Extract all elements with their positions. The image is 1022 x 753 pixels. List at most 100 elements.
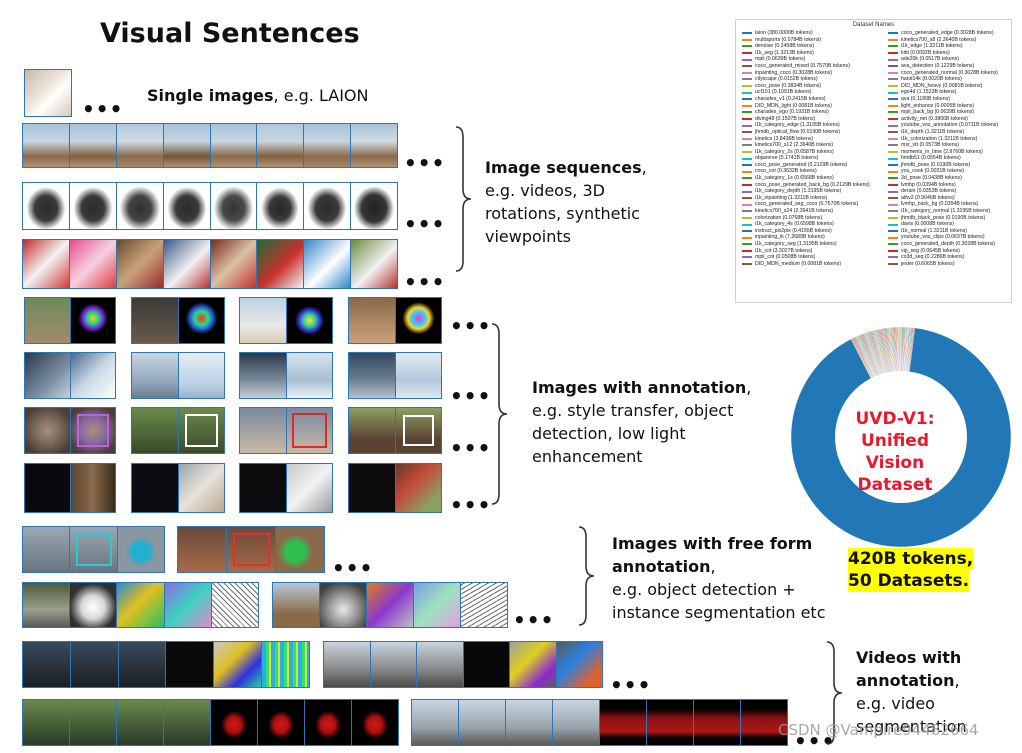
legend-item: i1k_category_2s (0.6587B tokens) xyxy=(742,149,878,156)
legend-swatch xyxy=(742,131,752,134)
continuation-dots: ••• xyxy=(332,556,374,580)
legend-item: davis (0.0008B tokens) xyxy=(888,221,1011,228)
legend-column-right: coco_generated_edge (0.3028B tokens)kine… xyxy=(888,30,1011,267)
legend-swatch xyxy=(888,183,898,186)
legend-swatch xyxy=(742,45,752,48)
legend-swatch xyxy=(888,150,898,153)
legend-item: lvmhp_back_bg (0.0394B tokens) xyxy=(888,201,1011,208)
freeform-strip-2 xyxy=(177,526,325,573)
legend-item: DID_MDN_medium (0.0081B tokens) xyxy=(742,261,878,268)
legend-swatch xyxy=(742,223,752,226)
legend-item: youtube_vos_clips (0.0637B tokens) xyxy=(888,234,1011,241)
stats-datasets: 50 Datasets. xyxy=(848,570,970,592)
legend-item-label: mpii (0.0639B tokens) xyxy=(755,56,806,63)
legend-swatch xyxy=(742,256,752,259)
legend-swatch xyxy=(742,170,752,173)
legend-item-label: jester (0.6065B tokens) xyxy=(901,260,955,267)
caption-single-images: Single images, e.g. LAION xyxy=(147,86,369,105)
legend-item-label: coco_generated_normal (0.3028B tokens) xyxy=(901,69,998,76)
legend-swatch xyxy=(742,32,752,35)
legend-item-label: colorization (0.0768B tokens) xyxy=(755,214,823,221)
donut-hole xyxy=(835,371,967,503)
video-strip-street xyxy=(323,641,603,688)
legend-swatch xyxy=(742,137,752,140)
annotation-pair-detection-2 xyxy=(131,407,225,454)
legend-item: i1k_normal (1.3211B tokens) xyxy=(888,227,1011,235)
legend-item-label: i1k_normal (1.3211B tokens) xyxy=(901,227,967,234)
legend-item: ava (0.1180B tokens) xyxy=(888,96,1011,103)
legend-item-label: mpii_back_bg (0.0639B tokens) xyxy=(901,109,974,116)
brace-free-form-annotation xyxy=(578,526,595,626)
freeform-strip-3 xyxy=(22,582,259,628)
sequence-strip-piano xyxy=(22,182,398,230)
annotation-pair-lowlight-2 xyxy=(131,463,225,513)
legend-item-label: i1k_category_depth (1.3195B tokens) xyxy=(755,188,842,195)
legend-item-label: ego4d (1.1523B tokens) xyxy=(901,89,957,96)
legend-item-label: i1k_category_seg (1.3195B tokens) xyxy=(755,241,837,247)
legend-item-label: youtube_vos_annotation (0.0711B tokens) xyxy=(901,122,999,129)
legend-swatch xyxy=(888,170,898,173)
legend-swatch xyxy=(742,58,752,61)
video-strip-swan xyxy=(22,699,399,746)
annotation-pair-pose-4 xyxy=(348,297,442,344)
sequence-strip-horse xyxy=(22,123,398,168)
legend-item-label: hmdb51 (0.0554B tokens) xyxy=(901,155,961,162)
legend-item-label: coco_pose_generated (0.2129B tokens) xyxy=(755,161,848,168)
legend-item-label: jhmdb_black_pose (0.0190B tokens) xyxy=(901,214,986,221)
legend-item: kinetics (3.8436B tokens) xyxy=(742,136,878,143)
legend-item: i1k_cot (3.3027B tokens) xyxy=(742,248,878,255)
legend-item: coco_generated_normal (0.3028B tokens) xyxy=(888,69,1011,77)
legend-swatch xyxy=(888,243,898,246)
legend-swatch xyxy=(888,78,898,81)
legend-item: i1k_depth (1.3211B tokens) xyxy=(888,129,1011,136)
legend-item-label: DID_MDN_medium (0.0081B tokens) xyxy=(755,260,841,267)
legend-swatch xyxy=(742,91,752,94)
legend-swatch xyxy=(888,210,898,213)
brace-image-sequences xyxy=(455,126,472,272)
legend-item: inpainting_ik (7.2689B tokens) xyxy=(742,234,878,241)
legend-item: multisports (0.0784B tokens) xyxy=(742,37,878,44)
annotation-pair-lowlight-3 xyxy=(239,463,333,513)
legend-item: diving48 (0.1507B tokens) xyxy=(742,116,878,123)
dataset-legend: Dataset Names laion (380.0000B tokens)mu… xyxy=(735,19,1012,303)
legend-swatch xyxy=(888,124,898,127)
legend-swatch xyxy=(888,85,898,88)
legend-item-label: vip_seg (0.0645B tokens) xyxy=(901,247,960,254)
legend-swatch xyxy=(888,164,898,167)
legend-swatch xyxy=(742,210,752,213)
freeform-strip-1 xyxy=(22,526,165,573)
legend-item-label: i1k_edge (1.3211B tokens) xyxy=(901,43,963,50)
legend-swatch xyxy=(888,104,898,107)
legend-swatch xyxy=(888,118,898,121)
legend-item-label: derain (0.0353B tokens) xyxy=(901,188,957,195)
legend-swatch xyxy=(888,236,898,239)
annotation-pair-pose-2 xyxy=(131,297,225,344)
legend-swatch xyxy=(888,223,898,226)
legend-item: i1k_category_normal (1.3195B tokens) xyxy=(888,208,1011,215)
continuation-dots: ••• xyxy=(404,212,446,236)
legend-item-label: davis (0.0008B tokens) xyxy=(901,221,955,228)
legend-item: hand14k (0.0020B tokens) xyxy=(888,76,1011,83)
legend-item: coco_pose_generated (0.2129B tokens) xyxy=(742,162,878,169)
legend-item-label: i1k_category_normal (1.3195B tokens) xyxy=(901,208,991,215)
legend-swatch xyxy=(742,263,752,266)
legend-item: msr_vtt (0.0573B tokens) xyxy=(888,142,1011,149)
continuation-dots: ••• xyxy=(404,151,446,175)
legend-swatch xyxy=(888,58,898,61)
legend-item-label: i1k_category_edge (1.3195B tokens) xyxy=(755,122,840,129)
legend-swatch xyxy=(888,230,898,233)
legend-swatch xyxy=(742,177,752,180)
legend-item-label: hand14k (0.0020B tokens) xyxy=(901,76,962,83)
legend-item-label: i1k_inpainting (1.3211B tokens) xyxy=(755,194,828,201)
legend-item: instruct_pix2pix (0.4155B tokens) xyxy=(742,228,878,235)
legend-item-label: kinetics (3.8436B tokens) xyxy=(755,135,814,142)
legend-item-label: athv2 (0.9046B tokens) xyxy=(901,194,955,201)
continuation-dots: ••• xyxy=(610,673,652,697)
legend-item: DID_MDN_light (0.0081B tokens) xyxy=(742,103,878,110)
legend-swatch xyxy=(742,38,752,41)
annotation-pair-style-4 xyxy=(348,352,442,399)
legend-item: ucf101 (0.1091B tokens) xyxy=(742,89,878,96)
legend-title: Dataset Names xyxy=(852,22,895,28)
freeform-strip-4 xyxy=(272,582,508,628)
legend-swatch xyxy=(742,197,752,200)
